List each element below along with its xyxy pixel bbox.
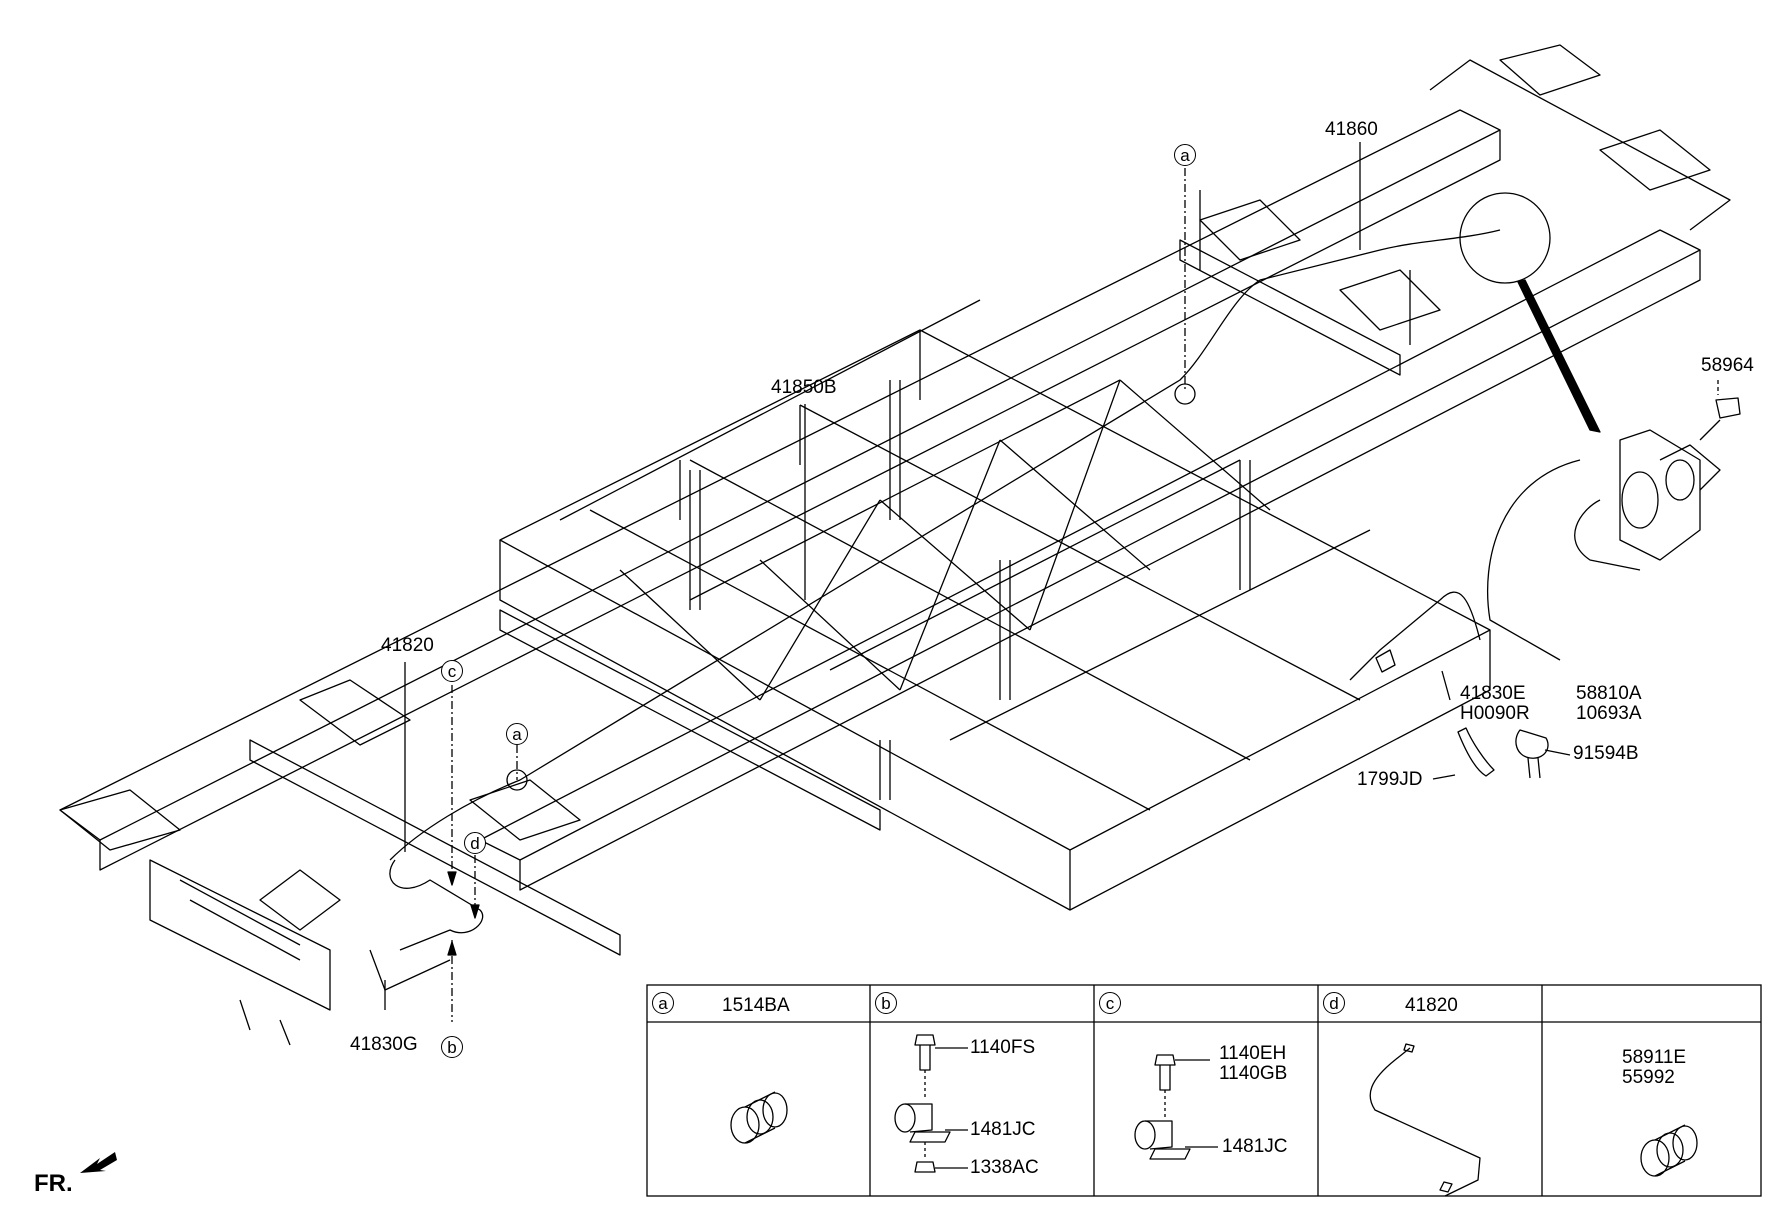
callout-41850B: 41850B: [771, 377, 837, 398]
callout-41830G: 41830G: [350, 1034, 418, 1055]
front-direction-label: FR.: [34, 1170, 73, 1197]
part-label-1140EH: 1140EH: [1219, 1043, 1287, 1064]
outrigger-1: [299, 679, 411, 746]
callout-1799JD: 1799JD: [1357, 769, 1423, 790]
cross-member-1: [249, 739, 621, 956]
proportioning-valve-assembly: [1349, 397, 1741, 681]
brake-line-41820: [389, 859, 484, 951]
table-header-letter-d: d: [1323, 992, 1345, 1014]
table-header-letter-c: c: [1099, 992, 1121, 1014]
callout-58810A-text: 58810A: [1576, 683, 1642, 704]
grommet-1514BA-drawing: [730, 1091, 788, 1144]
part-label-58911E: 58911E: [1622, 1047, 1687, 1068]
cross-member-2: [499, 609, 881, 831]
brake-line-41850B: [389, 229, 1501, 861]
marker-d: d: [464, 832, 486, 854]
marker-a-rear: a: [1174, 144, 1196, 166]
table-header-part-a: 1514BA: [722, 995, 790, 1016]
clip-91594B: [1515, 729, 1549, 759]
table-header-letter-a: a: [652, 992, 674, 1014]
detail-zoom-circle: [1459, 192, 1551, 284]
part-label-1481JC-c: 1481JC: [1222, 1136, 1288, 1157]
clip-1799JD: [1457, 727, 1495, 777]
callout-58810A: 58810A 10693A: [1576, 684, 1642, 724]
callout-41830E: 41830E H0090R: [1460, 684, 1530, 724]
grommet-58911E-drawing: [1640, 1124, 1698, 1177]
callout-10693A-text: 10693A: [1576, 703, 1642, 724]
front-direction-arrow: [80, 1152, 117, 1173]
part-label-1140GB: 1140GB: [1219, 1063, 1288, 1084]
brake-tube-41820-drawing: [1369, 1043, 1481, 1197]
callout-41860: 41860: [1325, 119, 1378, 140]
part-label-grommets: 58911E 55992: [1622, 1048, 1686, 1088]
part-label-1481JC-b: 1481JC: [970, 1119, 1036, 1140]
part-label-1140FS: 1140FS: [970, 1037, 1036, 1058]
cross-member-3: [1179, 239, 1401, 376]
table-header-part-d: 41820: [1405, 995, 1458, 1016]
part-label-c-bolts: 1140EH 1140GB: [1219, 1044, 1287, 1084]
bolt-clamp-c-drawing: [1134, 1054, 1218, 1160]
part-label-55992: 55992: [1622, 1067, 1675, 1088]
callout-41820: 41820: [381, 635, 434, 656]
part-label-1338AC: 1338AC: [970, 1157, 1039, 1178]
bolt-clamp-b-drawing: [894, 1034, 968, 1173]
marker-c: c: [441, 660, 463, 682]
marker-a-front: a: [506, 723, 528, 745]
callout-H0090R-text: H0090R: [1460, 703, 1530, 724]
callout-58964: 58964: [1701, 355, 1754, 376]
callout-41830E-text: 41830E: [1460, 683, 1526, 704]
marker-b: b: [441, 1036, 463, 1058]
callout-91594B: 91594B: [1573, 743, 1639, 764]
table-header-letter-b: b: [875, 992, 897, 1014]
